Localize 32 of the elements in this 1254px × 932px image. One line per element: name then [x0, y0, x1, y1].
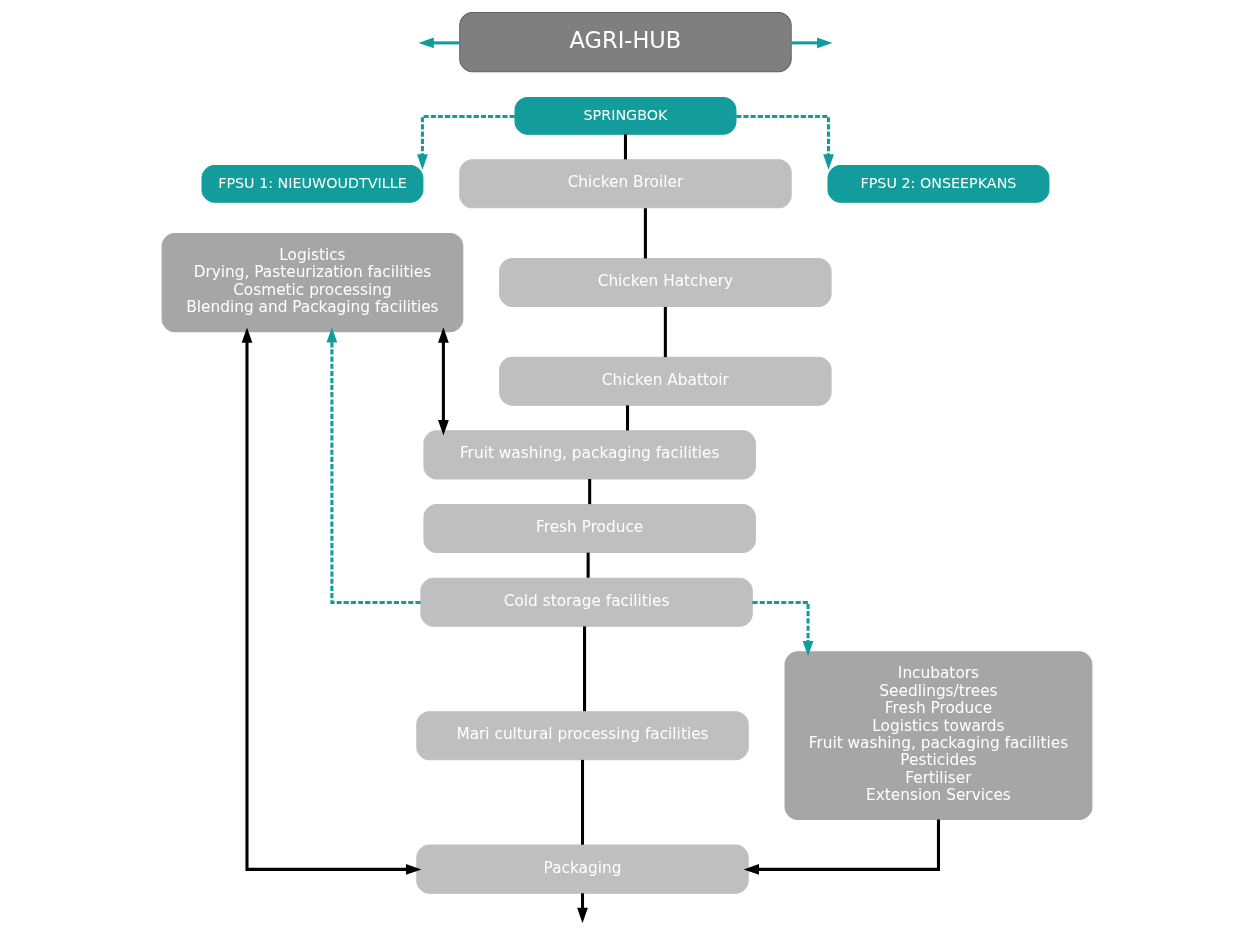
arrow — [743, 819, 940, 875]
connector — [663, 306, 667, 358]
node-box: Chicken Broiler — [459, 159, 792, 209]
node-box: Fresh Produce — [423, 504, 756, 554]
connector — [625, 405, 630, 431]
node-box: Logistics Drying, Pasteurization facilities Cosmetic processing Blending and Packaging facilities — [161, 232, 464, 333]
arrow — [752, 600, 814, 657]
node-box: Chicken Hatchery — [499, 258, 832, 308]
connector — [583, 626, 587, 712]
node-box: Chicken Abattoir — [499, 356, 832, 406]
arrow — [417, 115, 515, 170]
connector — [580, 759, 585, 845]
connector — [588, 479, 592, 505]
arrow — [791, 37, 833, 49]
node-box: Cold storage facilities — [420, 577, 753, 627]
node-box: Mari cultural processing facilities — [416, 711, 749, 761]
node-box: FPSU 2: ONSEEPKANS — [827, 164, 1050, 203]
node-box: FPSU 1: NIEUWOUDTVILLE — [201, 164, 424, 203]
node-box: Fruit washing, packaging facilities — [423, 430, 756, 480]
node-box: AGRI-HUB — [459, 12, 792, 73]
arrow — [736, 115, 834, 170]
arrow — [418, 37, 460, 49]
arrow — [438, 327, 449, 436]
node-box: Packaging — [416, 844, 749, 894]
connector — [623, 134, 627, 160]
arrow — [326, 327, 421, 604]
connector — [586, 552, 590, 578]
node-box: Incubators Seedlings/trees Fresh Produce Logistics towards Fruit washing, packaging facilities Pesticides Fertiliser Extension Services — [784, 651, 1093, 821]
arrow — [241, 327, 422, 875]
connector — [643, 208, 647, 259]
arrow — [577, 893, 588, 924]
node-box: SPRINGBOK — [514, 96, 737, 135]
